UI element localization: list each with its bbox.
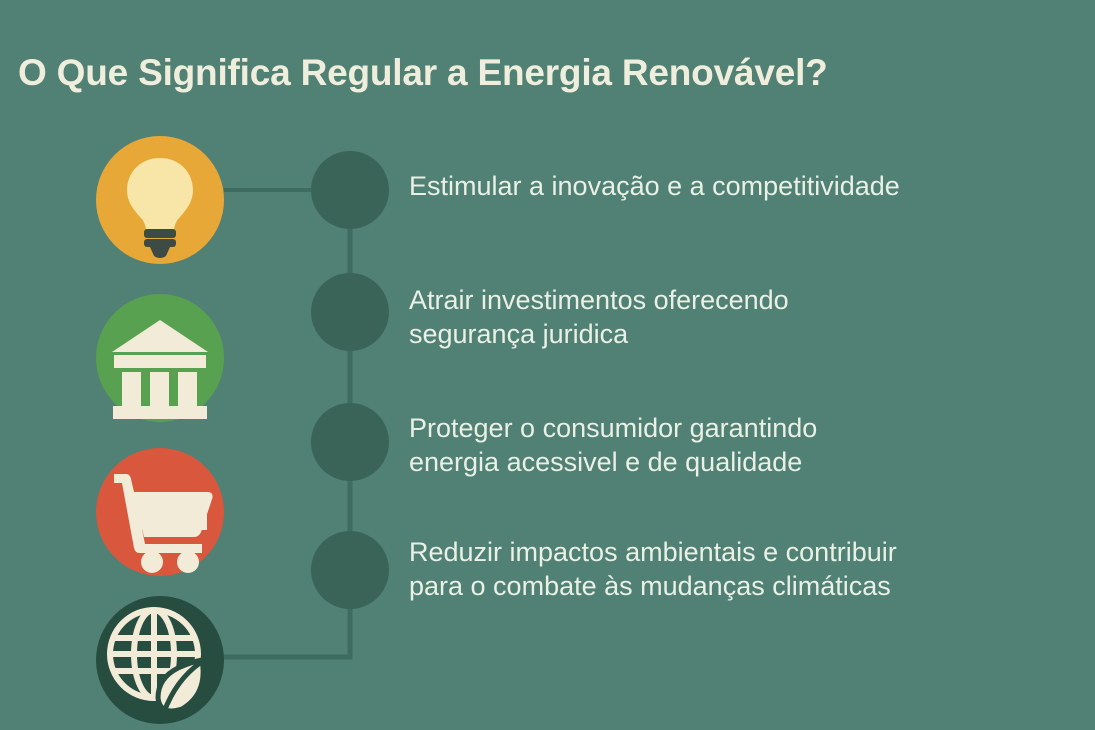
globe-leaf-icon [107, 607, 206, 714]
list-item-text-3: Proteger o consumidor garantindo energia… [409, 413, 818, 477]
bank-icon-circle[interactable] [96, 294, 224, 422]
node-circle-4 [311, 531, 389, 609]
list-item-text-2: Atrair investimentos oferecendo seguranç… [409, 285, 789, 349]
node-circle-3 [311, 403, 389, 481]
shopping-cart-icon [114, 474, 213, 573]
node-circle-1 [311, 151, 389, 229]
list-item-text-4: Reduzir impactos ambientais e contribuir… [409, 537, 897, 601]
globe-leaf-icon-circle[interactable] [96, 596, 224, 724]
lightbulb-icon [127, 158, 193, 258]
list-item-text-1: Estimular a inovação e a competitividade [409, 171, 900, 201]
node-circle-2 [311, 273, 389, 351]
lightbulb-icon-circle[interactable] [96, 136, 224, 264]
bank-icon [112, 320, 208, 419]
shopping-cart-icon-circle[interactable] [96, 448, 224, 576]
page-title: O Que Significa Regular a Energia Renová… [18, 52, 828, 93]
